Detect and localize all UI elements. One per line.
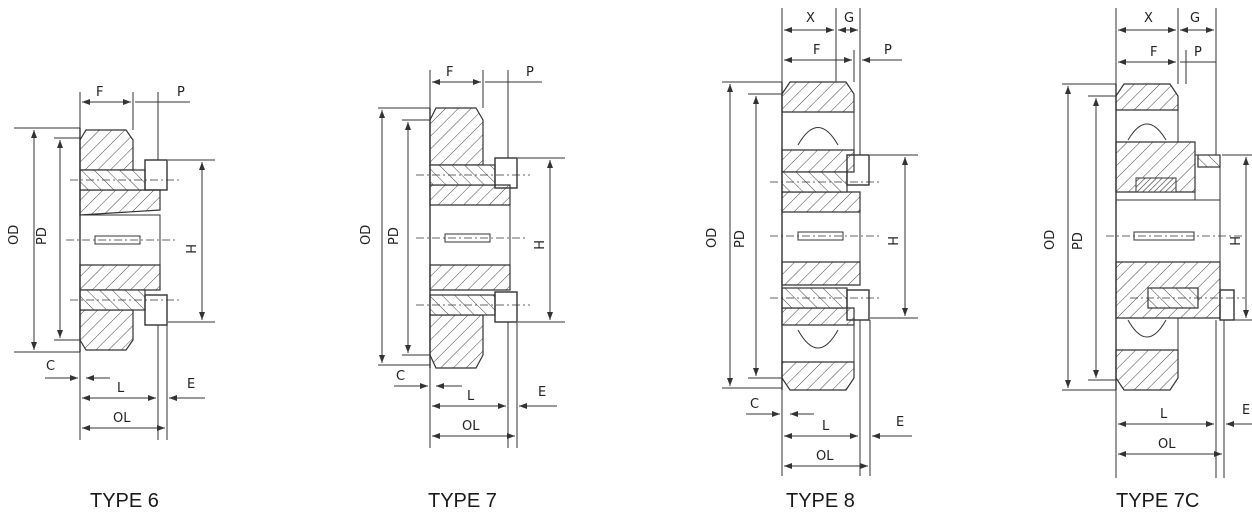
- ol-label: OL: [113, 411, 131, 426]
- l-label: L: [822, 419, 830, 434]
- type-6-label: TYPE 6: [90, 490, 159, 512]
- p-label: P: [526, 65, 534, 80]
- ol-label: OL: [1158, 437, 1176, 452]
- od-label: OD: [705, 228, 720, 248]
- pd-label: PD: [35, 227, 50, 245]
- f-label: F: [446, 65, 453, 80]
- type-6-drawing: OD PD F P H: [7, 85, 215, 440]
- l-label: L: [117, 381, 125, 396]
- type-7c-label: TYPE 7C: [1116, 490, 1200, 512]
- type-7-drawing: OD PD F P H C: [359, 65, 565, 448]
- type-8-label: TYPE 8: [786, 490, 855, 512]
- type-7c-drawing: OD PD X G F P: [1043, 8, 1252, 478]
- e-label: E: [896, 415, 904, 430]
- l-label: L: [1160, 407, 1168, 422]
- diagram-type-7c: OD PD X G F P: [1040, 0, 1252, 521]
- diagram-type-8: OD PD X G: [700, 0, 1000, 521]
- type-8-drawing: OD PD X G: [705, 8, 918, 476]
- e-label: E: [538, 385, 546, 400]
- p-label: P: [1194, 45, 1202, 60]
- g-label: G: [844, 11, 854, 26]
- e-label: E: [187, 377, 195, 392]
- ol-label: OL: [816, 449, 834, 464]
- c-label: C: [750, 397, 759, 412]
- f-label: F: [96, 85, 103, 100]
- x-label: X: [806, 11, 815, 26]
- p-label: P: [884, 43, 892, 58]
- h-label: H: [1226, 236, 1241, 246]
- od-label: OD: [1043, 230, 1058, 250]
- f-label: F: [813, 43, 820, 58]
- pd-label: PD: [387, 227, 402, 245]
- diagram-type-6: OD PD F P H: [0, 0, 300, 521]
- x-label: X: [1144, 11, 1153, 26]
- od-label: OD: [7, 225, 22, 245]
- f-label: F: [1150, 45, 1157, 60]
- l-label: L: [467, 389, 475, 404]
- type-7-label: TYPE 7: [428, 490, 497, 512]
- g-label: G: [1190, 11, 1200, 26]
- h-label: H: [884, 236, 899, 246]
- c-label: C: [396, 369, 405, 384]
- pd-label: PD: [1071, 232, 1086, 250]
- h-label: H: [182, 244, 197, 254]
- c-label: C: [46, 359, 55, 374]
- ol-label: OL: [462, 419, 480, 434]
- p-label: P: [177, 85, 185, 100]
- diagram-type-7: OD PD F P H C: [350, 0, 650, 521]
- od-label: OD: [359, 225, 374, 245]
- pd-label: PD: [733, 230, 748, 248]
- e-label: E: [1242, 403, 1250, 418]
- h-label: H: [530, 240, 545, 250]
